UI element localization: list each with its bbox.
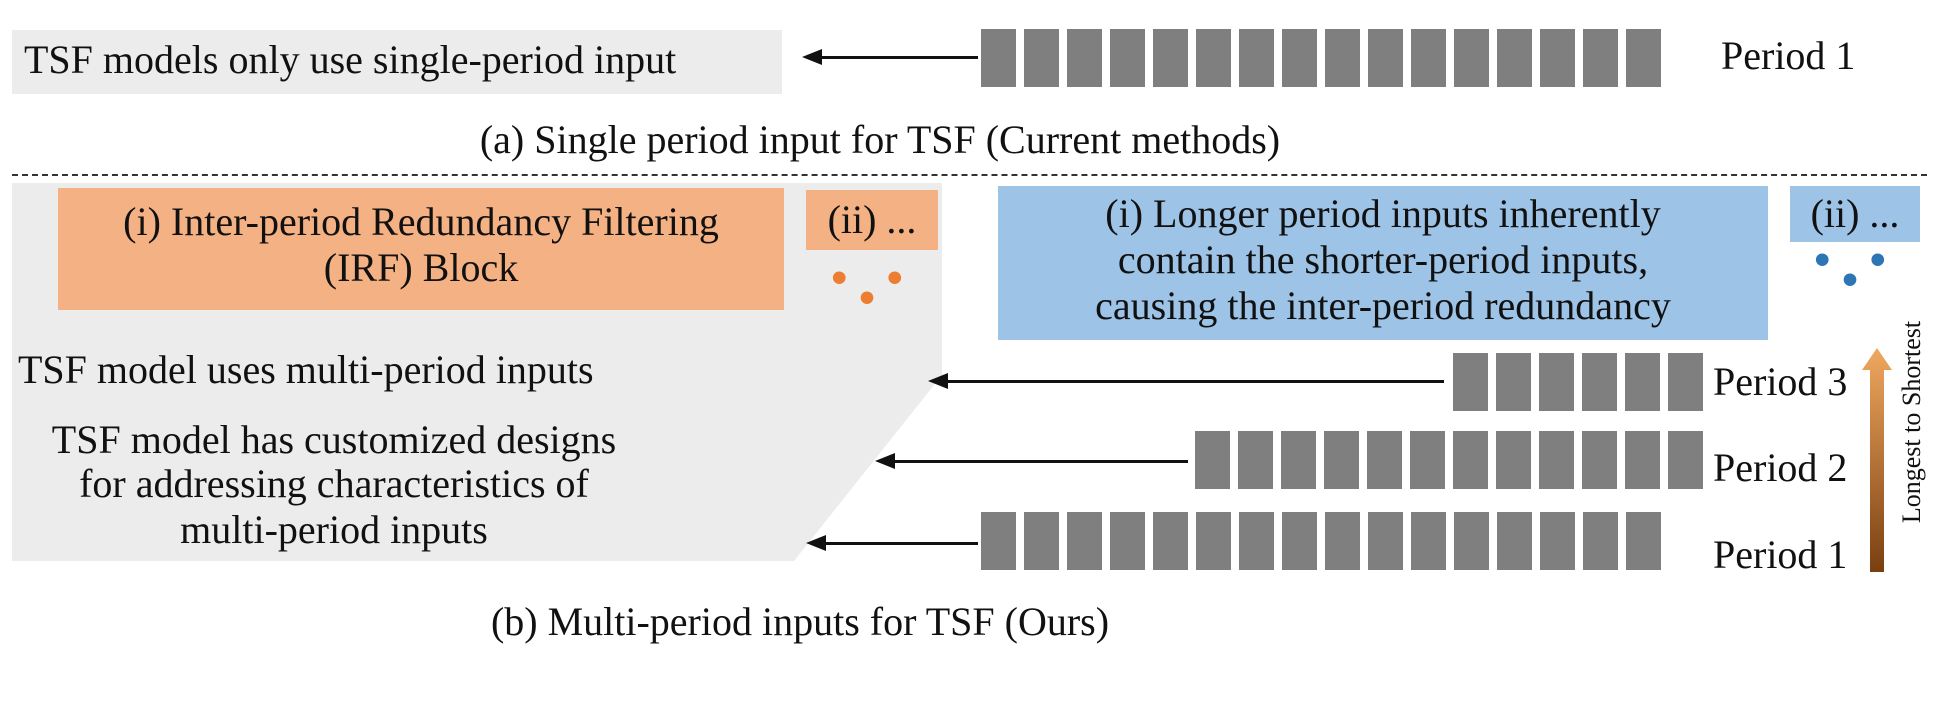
redundancy-line2: contain the shorter-period inputs, — [1117, 237, 1649, 282]
period2-cell — [1238, 431, 1273, 489]
period2-cell — [1281, 431, 1316, 489]
period1-cells-a — [981, 29, 1661, 87]
period1-b-cell — [1368, 512, 1403, 570]
custom-line2: for addressing characteristics of — [79, 461, 589, 506]
period1-b-cell — [1024, 512, 1059, 570]
period1-a-cell — [1497, 29, 1532, 87]
period1-cells-b — [981, 512, 1661, 570]
arrow-p3-line — [940, 380, 1444, 383]
left-more-label: (ii) ... — [827, 197, 917, 242]
longest-to-shortest-arrow — [1862, 348, 1892, 572]
period3-cell — [1582, 353, 1617, 411]
period3-cell — [1496, 353, 1531, 411]
period2-cell — [1539, 431, 1574, 489]
period1-a-cell — [1110, 29, 1145, 87]
irf-block-line1: (i) Inter-period Redundancy Filtering — [123, 199, 719, 244]
period1-a-cell — [1153, 29, 1188, 87]
redundancy-line1: (i) Longer period inputs inherently — [1105, 191, 1661, 236]
period1-a-cell — [1239, 29, 1274, 87]
section-divider — [12, 174, 1927, 176]
period1-b-cell — [1540, 512, 1575, 570]
period3-cell — [1625, 353, 1660, 411]
right-ellipsis-icon: • • • — [1810, 241, 1900, 302]
period1-a-cell — [1454, 29, 1489, 87]
period2-cell — [1582, 431, 1617, 489]
redundancy-box — [998, 186, 1768, 340]
right-more-box — [1790, 186, 1920, 242]
period2-label: Period 2 — [1713, 445, 1848, 490]
period1-a-cell — [1325, 29, 1360, 87]
right-more-label: (ii) ... — [1810, 191, 1900, 236]
irf-block-box — [58, 188, 784, 310]
period2-cell — [1410, 431, 1445, 489]
period1-b-cell — [1325, 512, 1360, 570]
period1-a-cell — [1583, 29, 1618, 87]
period3-cell — [1453, 353, 1488, 411]
arrow-p1-line — [818, 542, 978, 545]
period3-cell — [1668, 353, 1703, 411]
period1-b-cell — [1282, 512, 1317, 570]
period1-a-cell — [1626, 29, 1661, 87]
period1-b-cell — [1497, 512, 1532, 570]
period1-a-cell — [1067, 29, 1102, 87]
arrow-p1-head — [806, 535, 826, 551]
period2-cell — [1195, 431, 1230, 489]
period3-cells — [1453, 353, 1703, 411]
redundancy-line3: causing the inter-period redundancy — [1095, 283, 1671, 328]
period2-cell — [1496, 431, 1531, 489]
period3-label: Period 3 — [1713, 359, 1848, 404]
caption-b: (b) Multi-period inputs for TSF (Ours) — [490, 599, 1110, 644]
single-period-label: TSF models only use single-period input — [24, 37, 677, 82]
period2-cell — [1668, 431, 1703, 489]
arrow-p3-head — [928, 373, 948, 389]
period1-b-cell — [1583, 512, 1618, 570]
uses-multi-label: TSF model uses multi-period inputs — [18, 347, 594, 392]
period1-label-a: Period 1 — [1721, 33, 1856, 78]
period1-a-cell — [1368, 29, 1403, 87]
period3-cell — [1539, 353, 1574, 411]
arrow-a-line — [810, 56, 978, 59]
custom-line1: TSF model has customized designs — [51, 417, 617, 462]
period1-b-cell — [1153, 512, 1188, 570]
period2-cell — [1367, 431, 1402, 489]
period1-b-cell — [1067, 512, 1102, 570]
arrow-p2-line — [888, 460, 1188, 463]
custom-line3: multi-period inputs — [180, 507, 488, 552]
left-more-box — [806, 190, 938, 250]
caption-a: (a) Single period input for TSF (Current… — [479, 117, 1281, 162]
period1-a-cell — [1282, 29, 1317, 87]
period1-a-cell — [1196, 29, 1231, 87]
longest-to-shortest-label: Longest to Shortest — [1897, 320, 1926, 524]
period2-cell — [1625, 431, 1660, 489]
period1-b-cell — [1196, 512, 1231, 570]
left-ellipsis-icon: • • • — [827, 259, 917, 320]
period2-cells — [1195, 431, 1703, 489]
period1-a-cell — [1024, 29, 1059, 87]
period1-label-b: Period 1 — [1713, 532, 1848, 577]
arrow-p2-head — [875, 453, 895, 469]
period2-cell — [1453, 431, 1488, 489]
period1-a-cell — [1411, 29, 1446, 87]
arrow-a-head — [802, 49, 822, 65]
period1-b-cell — [1110, 512, 1145, 570]
period1-b-cell — [1411, 512, 1446, 570]
period1-b-cell — [981, 512, 1016, 570]
period1-a-cell — [981, 29, 1016, 87]
period1-b-cell — [1454, 512, 1489, 570]
irf-block-line2: (IRF) Block — [323, 245, 519, 290]
period2-cell — [1324, 431, 1359, 489]
single-period-box — [12, 30, 782, 94]
period1-b-cell — [1239, 512, 1274, 570]
period1-b-cell — [1626, 512, 1661, 570]
period1-a-cell — [1540, 29, 1575, 87]
